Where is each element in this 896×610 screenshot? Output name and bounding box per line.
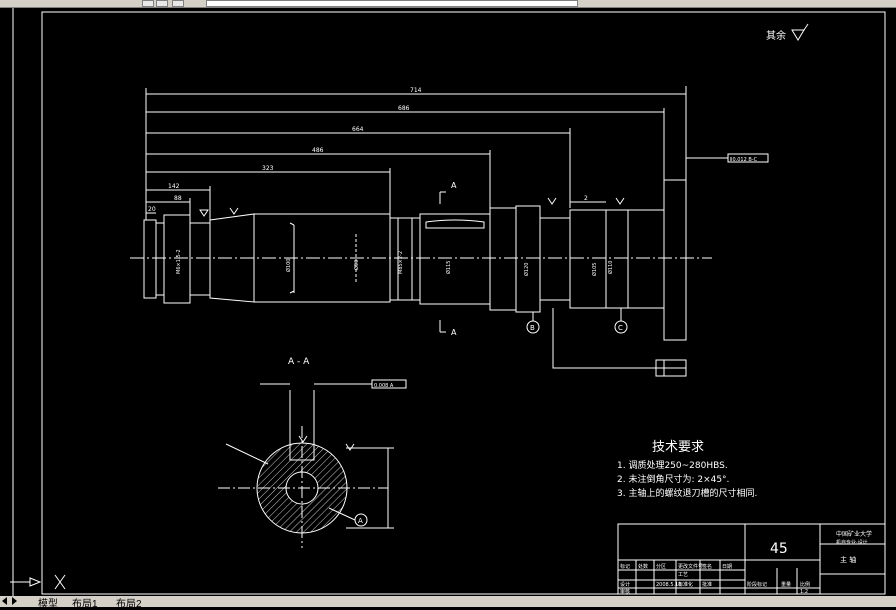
tab-layout1[interactable]: 布局1 — [72, 599, 98, 610]
datum-c-label: C — [618, 324, 623, 332]
svg-text:1:2: 1:2 — [800, 589, 808, 595]
diameter-labels: M6×1.5-2 Ø100 Ø90 M85×2-2 Ø115 Ø120 Ø105… — [176, 249, 614, 276]
section-dimensions — [225, 379, 407, 529]
svg-text:Ø90: Ø90 — [353, 260, 360, 270]
svg-text:Ø115: Ø115 — [445, 261, 452, 274]
svg-text:阶段标记: 阶段标记 — [747, 581, 767, 588]
ucs-icon — [10, 574, 66, 590]
svg-text:M6×1.5-2: M6×1.5-2 — [176, 249, 182, 274]
roughness-marks — [199, 197, 625, 217]
svg-text:664: 664 — [352, 126, 364, 133]
svg-text:设计: 设计 — [620, 581, 630, 588]
toolbar — [0, 0, 896, 8]
dimension-lines — [145, 86, 687, 220]
part-name: 主 轴 — [840, 555, 856, 564]
svg-text:更改文件号: 更改文件号 — [678, 563, 703, 570]
dimension-values: 714 686 664 486 323 142 88 20 2 — [148, 87, 588, 213]
svg-text:比例: 比例 — [800, 581, 810, 588]
section-mark-bottom: A — [451, 328, 457, 337]
svg-text:2008.5.18: 2008.5.18 — [656, 582, 681, 588]
svg-text:Ø120: Ø120 — [523, 263, 530, 276]
datum-b-label: B — [530, 324, 535, 332]
toolbar-button[interactable] — [156, 0, 168, 7]
svg-text:714: 714 — [410, 87, 422, 94]
layout-tab-bar: 模型 布局1 布局2 — [0, 596, 896, 610]
svg-text:323: 323 — [262, 165, 274, 172]
svg-text:88: 88 — [174, 195, 182, 202]
svg-text:审核: 审核 — [620, 588, 630, 595]
title-block-cells: 标记 处数 分区 更改文件号 签名 日期 设计 标准化 阶段标记 重量 比例 审… — [620, 563, 810, 595]
svg-text:2: 2 — [584, 195, 588, 202]
tech-item-2: 2. 未注倒角尺寸为: 2×45°. — [617, 473, 729, 485]
svg-text:日期: 日期 — [722, 564, 732, 570]
svg-text:工艺: 工艺 — [678, 572, 688, 578]
tolerance-frame-top — [686, 153, 769, 163]
svg-text:Ø100: Ø100 — [285, 259, 292, 272]
svg-text:标记: 标记 — [620, 563, 630, 570]
tech-title: 技术要求 — [652, 440, 704, 455]
svg-text:分区: 分区 — [656, 563, 666, 570]
tab-layout2[interactable]: 布局2 — [116, 599, 142, 610]
datum-c — [614, 308, 628, 334]
tech-item-1: 1. 调质处理250~280HBS. — [617, 459, 728, 471]
tab-model[interactable]: 模型 — [38, 599, 58, 610]
title-block — [617, 523, 886, 595]
svg-text:686: 686 — [398, 105, 410, 112]
svg-text:20: 20 — [148, 206, 156, 213]
section-cut-marks — [439, 191, 446, 333]
svg-text:Ø110: Ø110 — [607, 261, 614, 274]
svg-text:处数: 处数 — [638, 563, 648, 570]
svg-text:142: 142 — [168, 183, 180, 190]
shaft-outline — [143, 179, 687, 341]
svg-text:标准化: 标准化 — [678, 581, 693, 588]
section-hatch — [256, 443, 347, 533]
tolerance-frame-bottom — [552, 308, 687, 377]
toolbar-button[interactable] — [142, 0, 154, 7]
svg-text:M85×2-2: M85×2-2 — [398, 251, 404, 274]
tab-next-icon[interactable] — [12, 597, 17, 605]
roughness-symbol — [791, 23, 809, 41]
tolerance-text-section: 0.008 A — [374, 383, 394, 389]
drawing-border — [41, 11, 886, 595]
svg-text:签名: 签名 — [702, 563, 712, 570]
datum-a-label: A — [358, 517, 363, 525]
svg-text:批准: 批准 — [702, 581, 712, 588]
datum-b — [526, 312, 540, 334]
toolbar-combo[interactable] — [206, 0, 578, 7]
school-sub: 机自专业·设计 — [836, 539, 868, 546]
svg-text:486: 486 — [312, 147, 324, 154]
school-name: 中国矿业大学 — [836, 530, 872, 538]
svg-text:Ø105: Ø105 — [591, 263, 598, 276]
toolbar-button[interactable] — [172, 0, 184, 7]
tolerance-text-top: Ⅱ0.012 B-C — [730, 157, 758, 163]
section-mark-top: A — [451, 181, 457, 190]
tech-item-3: 3. 主轴上的螺纹退刀槽的尺寸相同. — [617, 487, 757, 499]
material-label: 45 — [770, 541, 788, 557]
section-title: A - A — [288, 357, 310, 367]
drawing-canvas[interactable]: 其余 M6×1.5-2 Ø100 Ø90 M85×2-2 Ø115 Ø1 — [0, 8, 896, 596]
tab-first-icon[interactable] — [2, 597, 7, 605]
roughness-note: 其余 — [766, 29, 786, 42]
svg-text:重量: 重量 — [781, 581, 791, 588]
